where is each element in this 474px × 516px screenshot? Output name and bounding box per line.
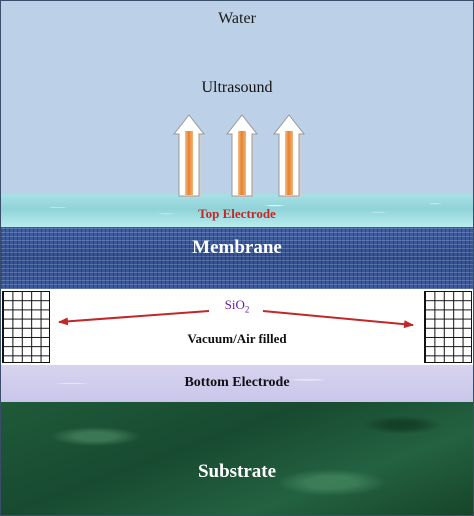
cavity-layer: SiO2 Vacuum/Air filled [1, 289, 473, 365]
ultrasound-arrows [172, 114, 306, 198]
up-arrow-icon-3 [272, 114, 306, 198]
bottom-electrode-label: Bottom Electrode [184, 375, 290, 390]
top-electrode-label: Top Electrode [198, 206, 276, 221]
bottom-electrode-layer: Bottom Electrode [1, 365, 473, 402]
sio2-pillar-left [2, 291, 50, 363]
water-label: Water [218, 10, 256, 27]
sio2-pillar-right [424, 291, 472, 363]
membrane-label: Membrane [192, 237, 282, 258]
sio2-arrow-left-icon [58, 310, 210, 326]
ultrasound-label: Ultrasound [201, 79, 273, 96]
sio2-arrow-right-icon [262, 310, 414, 329]
sio2-pointer-arrows [58, 310, 414, 329]
sio2-label-subscript: 2 [244, 304, 250, 315]
cavity-label: Vacuum/Air filled [187, 331, 287, 346]
up-arrow-icon-2 [225, 114, 259, 198]
membrane-layer: Membrane [1, 227, 473, 289]
up-arrow-icon-1 [172, 114, 206, 198]
top-electrode-layer: Top Electrode [1, 194, 473, 227]
sio2-label-base: SiO [224, 297, 245, 312]
sio2-label: SiO2 [1, 297, 473, 315]
substrate-label: Substrate [197, 461, 277, 482]
substrate-layer: Substrate [1, 402, 473, 515]
